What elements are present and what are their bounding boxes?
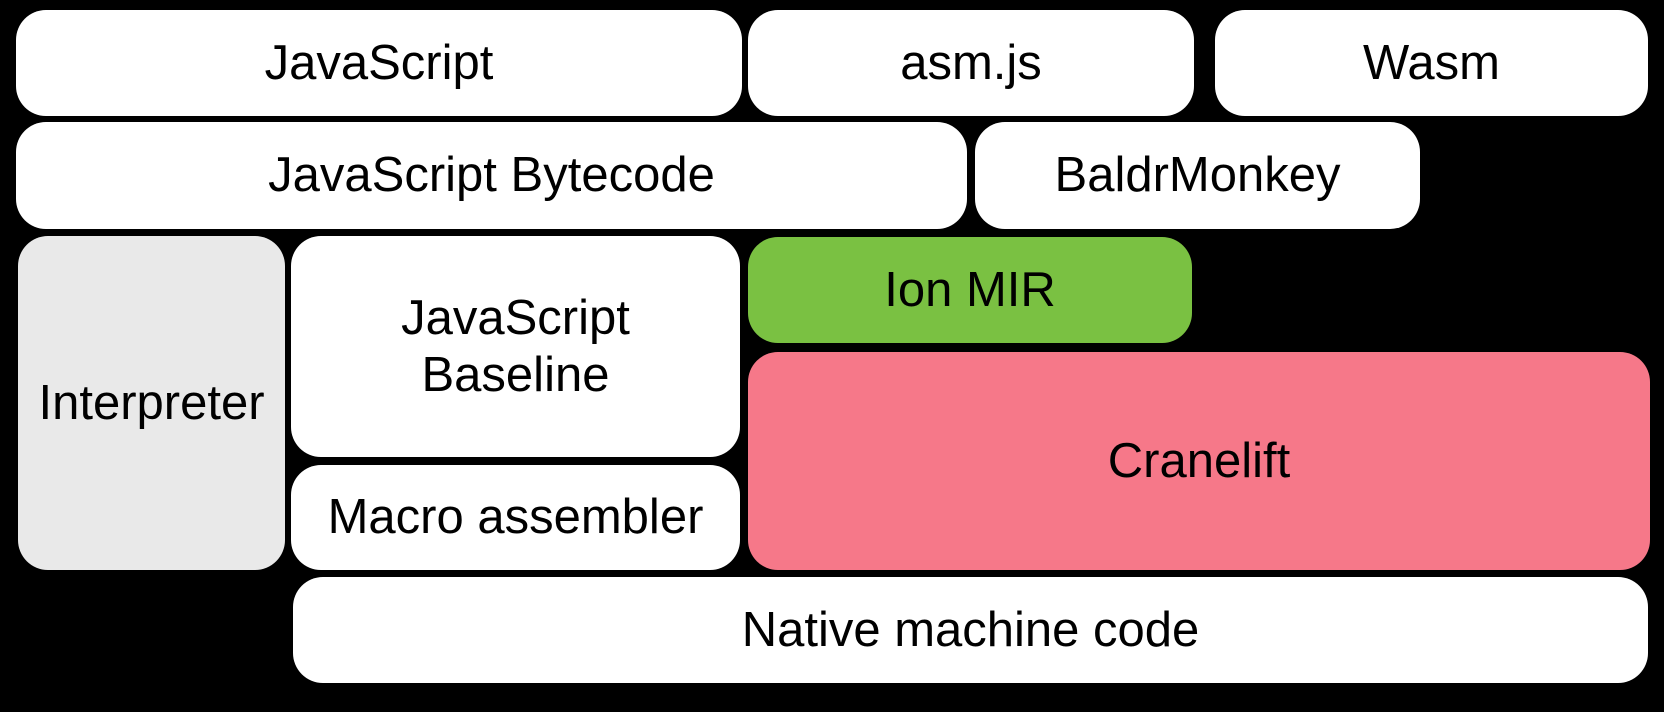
node-javascript-baseline: JavaScript Baseline [291, 236, 740, 457]
node-interpreter: Interpreter [18, 236, 285, 570]
node-baldrmonkey: BaldrMonkey [975, 122, 1420, 229]
node-cranelift: Cranelift [748, 352, 1650, 570]
node-asmjs: asm.js [748, 10, 1194, 116]
node-wasm: Wasm [1215, 10, 1648, 116]
node-native-machine-code: Native machine code [293, 577, 1648, 683]
node-ion-mir: Ion MIR [748, 237, 1192, 343]
node-javascript: JavaScript [16, 10, 742, 116]
node-javascript-bytecode: JavaScript Bytecode [16, 122, 967, 229]
node-macro-assembler: Macro assembler [291, 465, 740, 570]
